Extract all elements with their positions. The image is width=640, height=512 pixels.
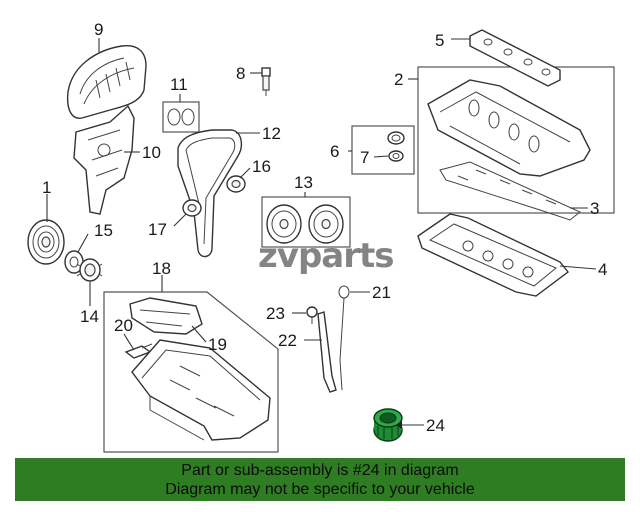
banner-line-1: Part or sub-assembly is #24 in diagram [181,462,459,479]
callout-10: 10 [142,143,161,162]
callout-14: 14 [80,307,99,326]
callout-1: 1 [42,178,51,197]
callout-7: 7 [360,148,369,167]
part-5-cover-plate [469,29,561,87]
part-14-crank-sprocket [76,258,103,282]
part-13-cam-sprockets [266,204,344,244]
callout-22: 22 [278,331,297,350]
callout-15: 15 [94,221,113,240]
part-2-valve-cover [427,79,591,177]
callout-18: 18 [152,259,171,278]
box-part-13 [261,196,351,248]
callout-16: 16 [252,157,271,176]
callout-labels: 1 2 3 4 5 6 7 8 9 10 11 12 13 14 15 16 1… [42,20,607,435]
callout-12: 12 [262,124,281,143]
part-1-crank-pulley [27,219,65,265]
callout-23: 23 [266,304,285,323]
callout-11: 11 [170,75,188,94]
part-23-bolt [306,306,318,324]
part-9-upper-timing-cover [66,45,147,119]
part-18-oil-pan [131,339,271,441]
box-part-18 [103,291,279,453]
callout-13: 13 [294,173,313,192]
part-11-o-rings [167,108,195,126]
callout-20: 20 [114,316,133,335]
callout-24: 24 [426,416,445,435]
part-3-gasket [439,161,581,221]
callout-2: 2 [394,70,403,89]
callout-9: 9 [94,20,103,39]
callout-4: 4 [598,260,607,279]
callout-8: 8 [236,64,245,83]
part-21-dipstick [338,285,350,391]
leader-lines [46,38,597,429]
callout-6: 6 [330,142,339,161]
part-10-lower-timing-cover [73,104,135,215]
part-17-tensioner [182,199,202,217]
part-8-spark-plug [261,67,271,96]
callout-5: 5 [435,31,444,50]
callout-21: 21 [372,283,391,302]
part-22-dipstick-tube [317,311,337,393]
callout-19: 19 [208,335,227,354]
part-16-idler-pulley [226,175,246,193]
part-4-lower-gasket [417,213,569,297]
callout-17: 17 [148,220,167,239]
box-part-7 [351,125,415,175]
box-part-11 [162,101,200,133]
banner-line-2: Diagram may not be specific to your vehi… [165,481,475,498]
part-19-baffle [129,297,203,335]
callout-3: 3 [590,199,599,218]
watermark-logo: zvparts [258,236,394,276]
part-7-seals [387,131,405,162]
part-12-timing-belt [177,129,243,258]
part-24-bushing [373,408,403,442]
info-banner: Part or sub-assembly is #24 in diagram D… [15,458,625,501]
